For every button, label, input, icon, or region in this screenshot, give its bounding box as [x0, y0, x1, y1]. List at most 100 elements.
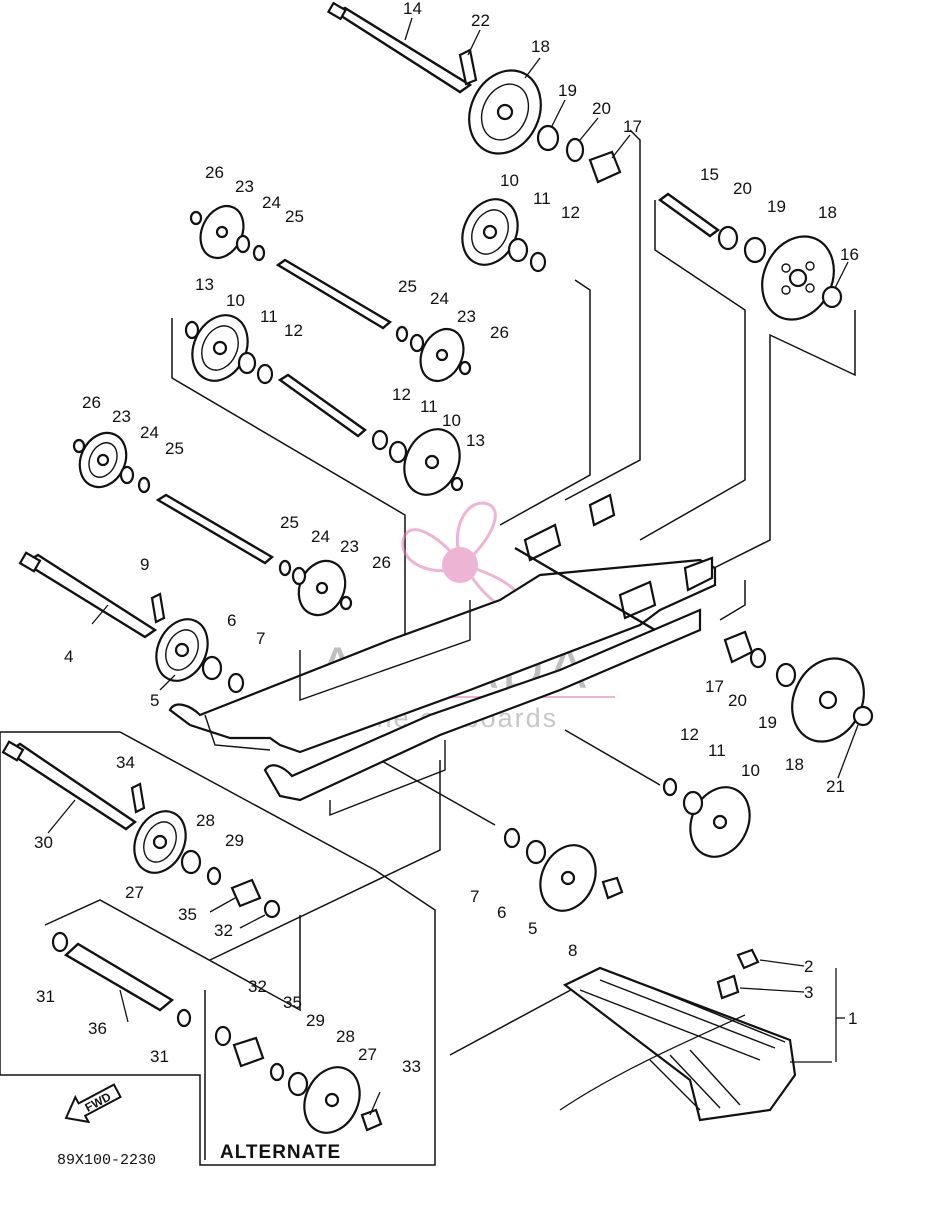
callout: 11 [420, 397, 438, 416]
callout: 10 [442, 411, 461, 430]
callout: 24 [262, 193, 281, 212]
callout: 26 [205, 163, 224, 182]
idler-wheels [78, 69, 865, 1134]
callout: 27 [125, 883, 144, 902]
callout: 26 [372, 553, 391, 572]
callout: 12 [680, 725, 699, 744]
callout: 24 [311, 527, 330, 546]
callout: 7 [470, 887, 479, 906]
wheel-10-mid [403, 428, 461, 496]
callout: 24 [140, 423, 159, 442]
wheel-10-upper [461, 198, 519, 266]
callout: 28 [196, 811, 215, 830]
wheel-23-c [78, 431, 128, 489]
wheel-5-lower [539, 844, 597, 912]
callout: 5 [528, 919, 537, 938]
callout: 3 [804, 983, 813, 1002]
callout: 25 [165, 439, 184, 458]
callout: 20 [728, 691, 747, 710]
callout: 27 [358, 1045, 377, 1064]
callout: 33 [402, 1057, 421, 1076]
callout: 6 [227, 611, 236, 630]
callout: 23 [235, 177, 254, 196]
callout: 21 [826, 777, 845, 796]
callout: 19 [767, 197, 786, 216]
assembly-outline-frames [0, 129, 856, 1166]
callout: 28 [336, 1027, 355, 1046]
callout: 32 [214, 921, 233, 940]
fwd-arrow-icon: FWD [64, 1083, 122, 1124]
callout: 25 [280, 513, 299, 532]
callout: 32 [248, 977, 267, 996]
callout: 8 [568, 941, 577, 960]
callout: 2 [804, 957, 813, 976]
wheel-18-top [468, 69, 542, 155]
slide-rail-frame [168, 493, 717, 817]
callout: 23 [112, 407, 131, 426]
callout: 26 [82, 393, 101, 412]
callout: 1 [848, 1009, 857, 1028]
wheel-10-left [191, 314, 249, 382]
callout-numbers: 14 22 18 19 20 17 26 23 24 25 10 11 12 1… [34, 0, 859, 1076]
callout: 29 [306, 1011, 325, 1030]
callout: 13 [466, 431, 485, 450]
callout: 12 [561, 203, 580, 222]
callout-leaders [47, 17, 859, 1116]
callout: 23 [340, 537, 359, 556]
callout: 10 [741, 761, 760, 780]
propeller-logo [401, 501, 522, 612]
callout: 15 [700, 165, 719, 184]
wheel-27-a [133, 810, 187, 874]
callout: 31 [150, 1047, 169, 1066]
callout: 13 [195, 275, 214, 294]
callout: 10 [226, 291, 245, 310]
callout: 25 [398, 277, 417, 296]
callout: 9 [140, 555, 149, 574]
callout: 18 [785, 755, 804, 774]
callout: 5 [150, 691, 159, 710]
callout: 7 [256, 629, 265, 648]
callout: 12 [284, 321, 303, 340]
wheel-18-lower [791, 657, 865, 743]
wheel-18-right [761, 235, 835, 321]
callout: 20 [592, 99, 611, 118]
callout: 30 [34, 833, 53, 852]
callout: 19 [758, 713, 777, 732]
callout: 14 [403, 0, 422, 18]
callout: 18 [531, 37, 550, 56]
callout: 23 [457, 307, 476, 326]
callout: 36 [88, 1019, 107, 1038]
bearings-washers [51, 48, 874, 1132]
diagram-code: 89X100-2230 [57, 1152, 156, 1169]
callout: 18 [818, 203, 837, 222]
track-assembly [559, 948, 797, 1122]
wheel-23-a [199, 205, 245, 259]
callout: 22 [471, 11, 490, 30]
callout: 6 [497, 903, 506, 922]
callout: 25 [285, 207, 304, 226]
callout: 11 [708, 741, 726, 760]
wheel-10-lower [689, 786, 751, 858]
callout: 17 [623, 117, 642, 136]
callout: 11 [533, 189, 551, 208]
callout: 31 [36, 987, 55, 1006]
callout: 29 [225, 831, 244, 850]
callout: 34 [116, 753, 135, 772]
wheel-23-d [297, 559, 347, 617]
wheel-23-b [419, 328, 465, 382]
callout: 16 [840, 245, 859, 264]
shafts [1, 1, 721, 1012]
callout: 20 [733, 179, 752, 198]
callout: 19 [558, 81, 577, 100]
callout: 35 [178, 905, 197, 924]
alternate-label: ALTERNATE [220, 1142, 341, 1163]
callout: 26 [490, 323, 509, 342]
callout: 4 [64, 647, 73, 666]
callout: 10 [500, 171, 519, 190]
callout: 24 [430, 289, 449, 308]
callout: 17 [705, 677, 724, 696]
callout: 35 [283, 993, 302, 1012]
wheel-27-b [303, 1066, 361, 1134]
callout: 12 [392, 385, 411, 404]
